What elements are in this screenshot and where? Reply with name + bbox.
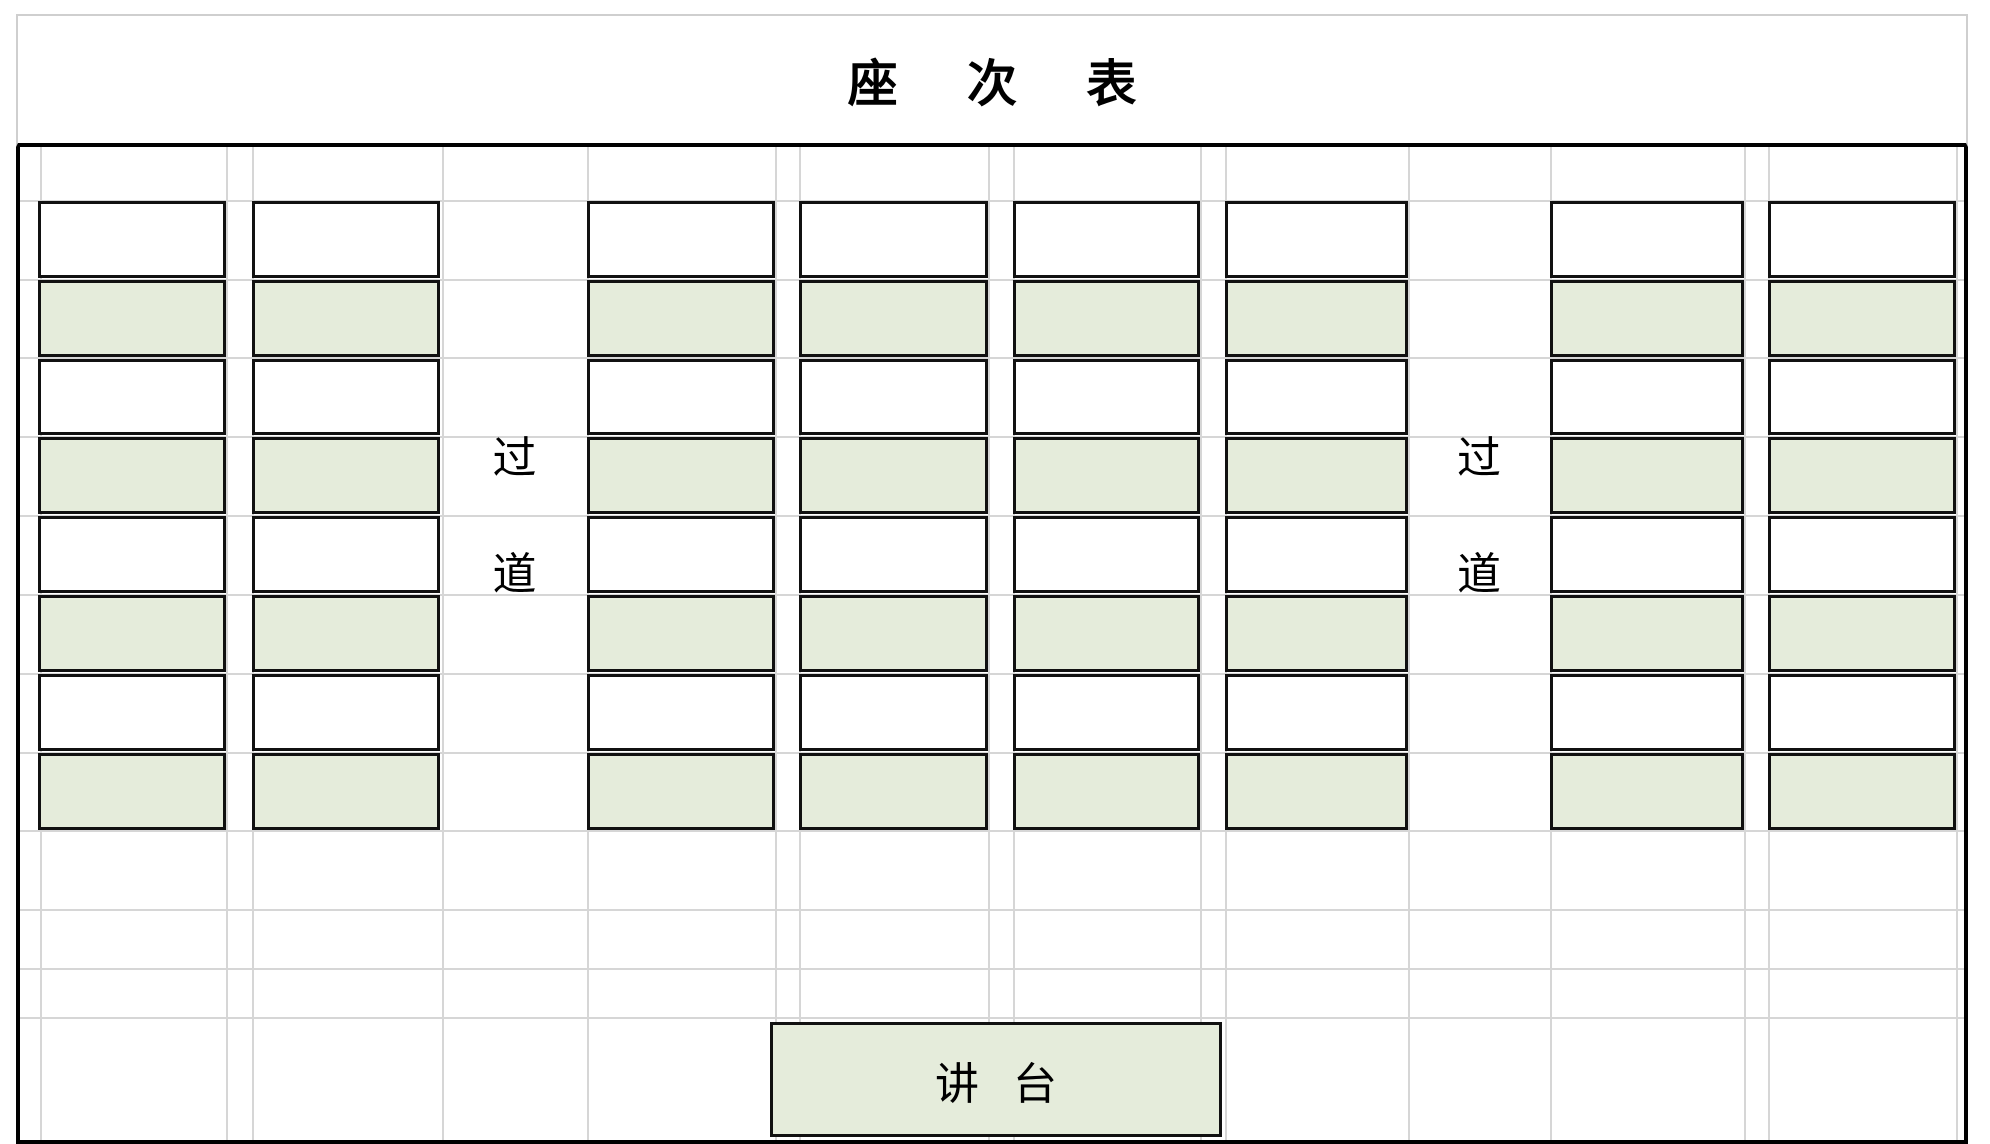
seat-desk-r1-c6[interactable] bbox=[1225, 201, 1408, 278]
seat-desk-r5-c8[interactable] bbox=[1768, 516, 1956, 593]
seat-desk-r7-c7[interactable] bbox=[1550, 674, 1744, 751]
seat-desk-r1-c5[interactable] bbox=[1013, 201, 1200, 278]
seat-desk-r5-c6[interactable] bbox=[1225, 516, 1408, 593]
seat-desk-r8-c2[interactable] bbox=[252, 753, 440, 830]
seat-desk-r1-c3[interactable] bbox=[587, 201, 775, 278]
seat-desk-r7-c8[interactable] bbox=[1768, 674, 1956, 751]
aisle-right-char-top: 过 bbox=[1457, 433, 1501, 484]
seating-area-frame bbox=[16, 147, 1968, 1144]
seat-desk-r2-c8[interactable] bbox=[1768, 280, 1956, 357]
seat-desk-r6-c1[interactable] bbox=[38, 595, 226, 672]
seat-desk-r6-c2[interactable] bbox=[252, 595, 440, 672]
seat-desk-r6-c3[interactable] bbox=[587, 595, 775, 672]
aisle-left-char-top: 过 bbox=[492, 433, 537, 484]
podium[interactable]: 讲 台 bbox=[770, 1022, 1222, 1137]
seat-desk-r6-c5[interactable] bbox=[1013, 595, 1200, 672]
page-title: 座 次 表 bbox=[847, 54, 1163, 113]
seat-desk-r8-c1[interactable] bbox=[38, 753, 226, 830]
seat-desk-r2-c1[interactable] bbox=[38, 280, 226, 357]
seat-desk-r3-c5[interactable] bbox=[1013, 359, 1200, 435]
aisle-left-label: 过道 bbox=[442, 437, 587, 597]
seat-desk-r6-c6[interactable] bbox=[1225, 595, 1408, 672]
seat-desk-r2-c4[interactable] bbox=[799, 280, 988, 357]
seat-desk-r8-c8[interactable] bbox=[1768, 753, 1956, 830]
seat-desk-r4-c6[interactable] bbox=[1225, 437, 1408, 514]
seat-desk-r4-c1[interactable] bbox=[38, 437, 226, 514]
seat-desk-r3-c2[interactable] bbox=[252, 359, 440, 435]
chart-title-band: 座 次 表 bbox=[16, 14, 1968, 147]
aisle-right-label: 过道 bbox=[1408, 437, 1550, 597]
seat-desk-r4-c3[interactable] bbox=[587, 437, 775, 514]
seat-desk-r8-c3[interactable] bbox=[587, 753, 775, 830]
seat-desk-r1-c7[interactable] bbox=[1550, 201, 1744, 278]
seat-desk-r2-c5[interactable] bbox=[1013, 280, 1200, 357]
seat-desk-r3-c1[interactable] bbox=[38, 359, 226, 435]
seat-desk-r4-c4[interactable] bbox=[799, 437, 988, 514]
seat-desk-r5-c7[interactable] bbox=[1550, 516, 1744, 593]
seat-desk-r4-c5[interactable] bbox=[1013, 437, 1200, 514]
seat-desk-r5-c5[interactable] bbox=[1013, 516, 1200, 593]
seat-desk-r2-c6[interactable] bbox=[1225, 280, 1408, 357]
seat-desk-r4-c2[interactable] bbox=[252, 437, 440, 514]
seat-desk-r2-c3[interactable] bbox=[587, 280, 775, 357]
seat-desk-r1-c2[interactable] bbox=[252, 201, 440, 278]
seat-desk-r5-c3[interactable] bbox=[587, 516, 775, 593]
seat-desk-r6-c7[interactable] bbox=[1550, 595, 1744, 672]
seat-desk-r7-c4[interactable] bbox=[799, 674, 988, 751]
seat-desk-r4-c8[interactable] bbox=[1768, 437, 1956, 514]
seat-desk-r3-c7[interactable] bbox=[1550, 359, 1744, 435]
seat-desk-r7-c1[interactable] bbox=[38, 674, 226, 751]
seat-desk-r1-c1[interactable] bbox=[38, 201, 226, 278]
seat-desk-r8-c7[interactable] bbox=[1550, 753, 1744, 830]
seat-desk-r7-c2[interactable] bbox=[252, 674, 440, 751]
seat-desk-r4-c7[interactable] bbox=[1550, 437, 1744, 514]
seat-desk-r6-c8[interactable] bbox=[1768, 595, 1956, 672]
seat-desk-r1-c4[interactable] bbox=[799, 201, 988, 278]
seat-desk-r2-c2[interactable] bbox=[252, 280, 440, 357]
seat-desk-r3-c3[interactable] bbox=[587, 359, 775, 435]
aisle-right-char-bottom: 道 bbox=[1457, 549, 1501, 600]
seat-desk-r1-c8[interactable] bbox=[1768, 201, 1956, 278]
seat-desk-r5-c4[interactable] bbox=[799, 516, 988, 593]
seat-desk-r5-c2[interactable] bbox=[252, 516, 440, 593]
seat-desk-r8-c6[interactable] bbox=[1225, 753, 1408, 830]
seat-desk-r7-c3[interactable] bbox=[587, 674, 775, 751]
seat-desk-r3-c6[interactable] bbox=[1225, 359, 1408, 435]
seat-desk-r3-c8[interactable] bbox=[1768, 359, 1956, 435]
seat-desk-r6-c4[interactable] bbox=[799, 595, 988, 672]
seat-desk-r8-c4[interactable] bbox=[799, 753, 988, 830]
aisle-left-char-bottom: 道 bbox=[492, 549, 537, 600]
podium-label: 讲 台 bbox=[935, 1058, 1067, 1110]
seat-desk-r3-c4[interactable] bbox=[799, 359, 988, 435]
seat-desk-r2-c7[interactable] bbox=[1550, 280, 1744, 357]
seat-desk-r7-c5[interactable] bbox=[1013, 674, 1200, 751]
seat-desk-r8-c5[interactable] bbox=[1013, 753, 1200, 830]
seat-desk-r7-c6[interactable] bbox=[1225, 674, 1408, 751]
seat-desk-r5-c1[interactable] bbox=[38, 516, 226, 593]
